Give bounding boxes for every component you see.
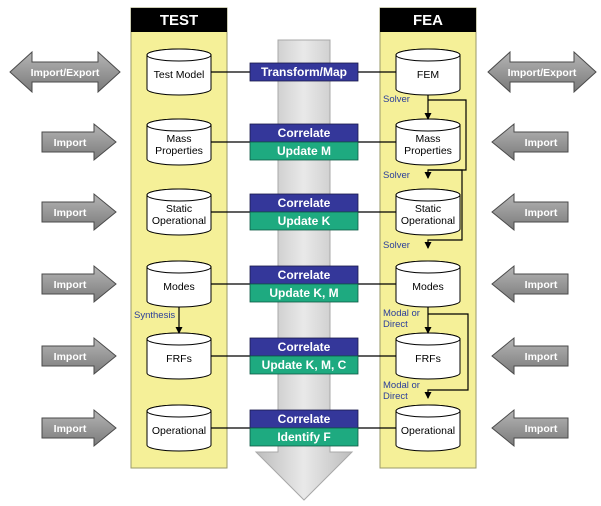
fea-loop-2 bbox=[424, 169, 463, 249]
test-link-label: Synthesis bbox=[134, 310, 175, 321]
import-arrow-left-1[interactable] bbox=[41, 122, 117, 162]
center-box-5-bottom-label: Update K, M, C bbox=[262, 358, 347, 372]
fea-link-label-4: Direct bbox=[383, 319, 408, 330]
fea-link-label-1: Solver bbox=[383, 94, 410, 105]
import-export-arrow-left[interactable] bbox=[9, 50, 121, 94]
import-arrow-left-3[interactable] bbox=[41, 264, 117, 304]
import-label-left-1: Import bbox=[54, 137, 87, 149]
fea-store-6-top bbox=[395, 404, 461, 418]
test-header-bg bbox=[131, 8, 227, 32]
fea-store-4-label: Modes bbox=[412, 281, 444, 293]
fea-store-1-label: FEM bbox=[417, 69, 439, 81]
fea-store-1-top bbox=[395, 48, 461, 62]
import-export-label-right: Import/Export bbox=[508, 67, 577, 79]
import-export-arrow-right[interactable] bbox=[487, 50, 597, 94]
import-arrow-right-5[interactable] bbox=[491, 408, 569, 448]
fea-store-2-label: Properties bbox=[404, 145, 452, 157]
test-store-4-label: Modes bbox=[163, 281, 195, 293]
fea-loop-1 bbox=[424, 99, 467, 179]
center-box-4-top-label: Correlate bbox=[278, 268, 331, 282]
fea-link-label-3: Solver bbox=[383, 240, 410, 251]
import-label-left-4: Import bbox=[54, 351, 87, 363]
center-box-5-bottom[interactable] bbox=[249, 355, 359, 375]
import-label-right-4: Import bbox=[525, 351, 558, 363]
fea-store-4-top bbox=[395, 260, 461, 274]
fea-store-5-top bbox=[395, 332, 461, 346]
import-arrow-right-1[interactable] bbox=[491, 122, 569, 162]
test-store-6-top bbox=[146, 404, 212, 418]
center-box-3-bottom[interactable] bbox=[249, 211, 359, 231]
import-label-left-5: Import bbox=[54, 423, 87, 435]
center-box-4-bottom-label: Update K, M bbox=[269, 286, 338, 300]
import-arrow-left-4[interactable] bbox=[41, 336, 117, 376]
fea-link-label-5: Direct bbox=[383, 391, 408, 402]
fea-store-6-label: Operational bbox=[401, 425, 455, 437]
test-store-3-label: Static bbox=[166, 203, 192, 215]
center-box-2-top-label: Correlate bbox=[278, 126, 331, 140]
center-box-6-bottom-label: Identify F bbox=[277, 430, 330, 444]
fea-store-3-label: Static bbox=[415, 203, 441, 215]
center-box-6-bottom[interactable] bbox=[249, 427, 359, 447]
fea-store-2-top bbox=[395, 118, 461, 132]
fea-store-3-label: Operational bbox=[401, 215, 455, 227]
import-label-right-3: Import bbox=[525, 279, 558, 291]
test-store-5-top bbox=[146, 332, 212, 346]
import-export-label-left: Import/Export bbox=[31, 67, 100, 79]
test-store-2-label: Mass bbox=[166, 133, 191, 145]
fea-store-5-label: FRFs bbox=[415, 353, 441, 365]
import-arrow-left-5[interactable] bbox=[41, 408, 117, 448]
test-store-2-label: Properties bbox=[155, 145, 203, 157]
import-label-left-2: Import bbox=[54, 207, 87, 219]
fea-loop-4 bbox=[424, 313, 469, 399]
import-arrow-left-2[interactable] bbox=[41, 192, 117, 232]
import-arrow-right-2[interactable] bbox=[491, 192, 569, 232]
center-box-2-bottom[interactable] bbox=[249, 141, 359, 161]
test-store-1-label: Test Model bbox=[154, 69, 205, 81]
test-store-4-top bbox=[146, 260, 212, 274]
import-label-right-5: Import bbox=[525, 423, 558, 435]
center-box-3-bottom-label: Update K bbox=[278, 214, 331, 228]
center-box-2-bottom-label: Update M bbox=[277, 144, 331, 158]
center-box-1-top-label: Transform/Map bbox=[261, 65, 347, 79]
test-store-1-top bbox=[146, 48, 212, 62]
test-store-6-label: Operational bbox=[152, 425, 206, 437]
test-header: TEST bbox=[160, 12, 198, 29]
fea-header-bg bbox=[380, 8, 476, 32]
fea-link-label-4: Modal or bbox=[383, 308, 420, 319]
test-store-2-top bbox=[146, 118, 212, 132]
fea-store-3-top bbox=[395, 188, 461, 202]
import-arrow-right-3[interactable] bbox=[491, 264, 569, 304]
test-store-5-label: FRFs bbox=[166, 353, 192, 365]
import-label-left-3: Import bbox=[54, 279, 87, 291]
fea-store-2-label: Mass bbox=[415, 133, 440, 145]
import-label-right-2: Import bbox=[525, 207, 558, 219]
fea-link-label-2: Solver bbox=[383, 170, 410, 181]
center-box-5-top-label: Correlate bbox=[278, 340, 331, 354]
test-store-3-label: Operational bbox=[152, 215, 206, 227]
center-box-6-top-label: Correlate bbox=[278, 412, 331, 426]
test-store-3-top bbox=[146, 188, 212, 202]
fea-header: FEA bbox=[413, 12, 443, 29]
center-box-4-bottom[interactable] bbox=[249, 283, 359, 303]
import-arrow-right-4[interactable] bbox=[491, 336, 569, 376]
center-box-3-top-label: Correlate bbox=[278, 196, 331, 210]
import-label-right-1: Import bbox=[525, 137, 558, 149]
fea-link-label-5: Modal or bbox=[383, 380, 420, 391]
center-box-1-top[interactable] bbox=[249, 62, 359, 82]
